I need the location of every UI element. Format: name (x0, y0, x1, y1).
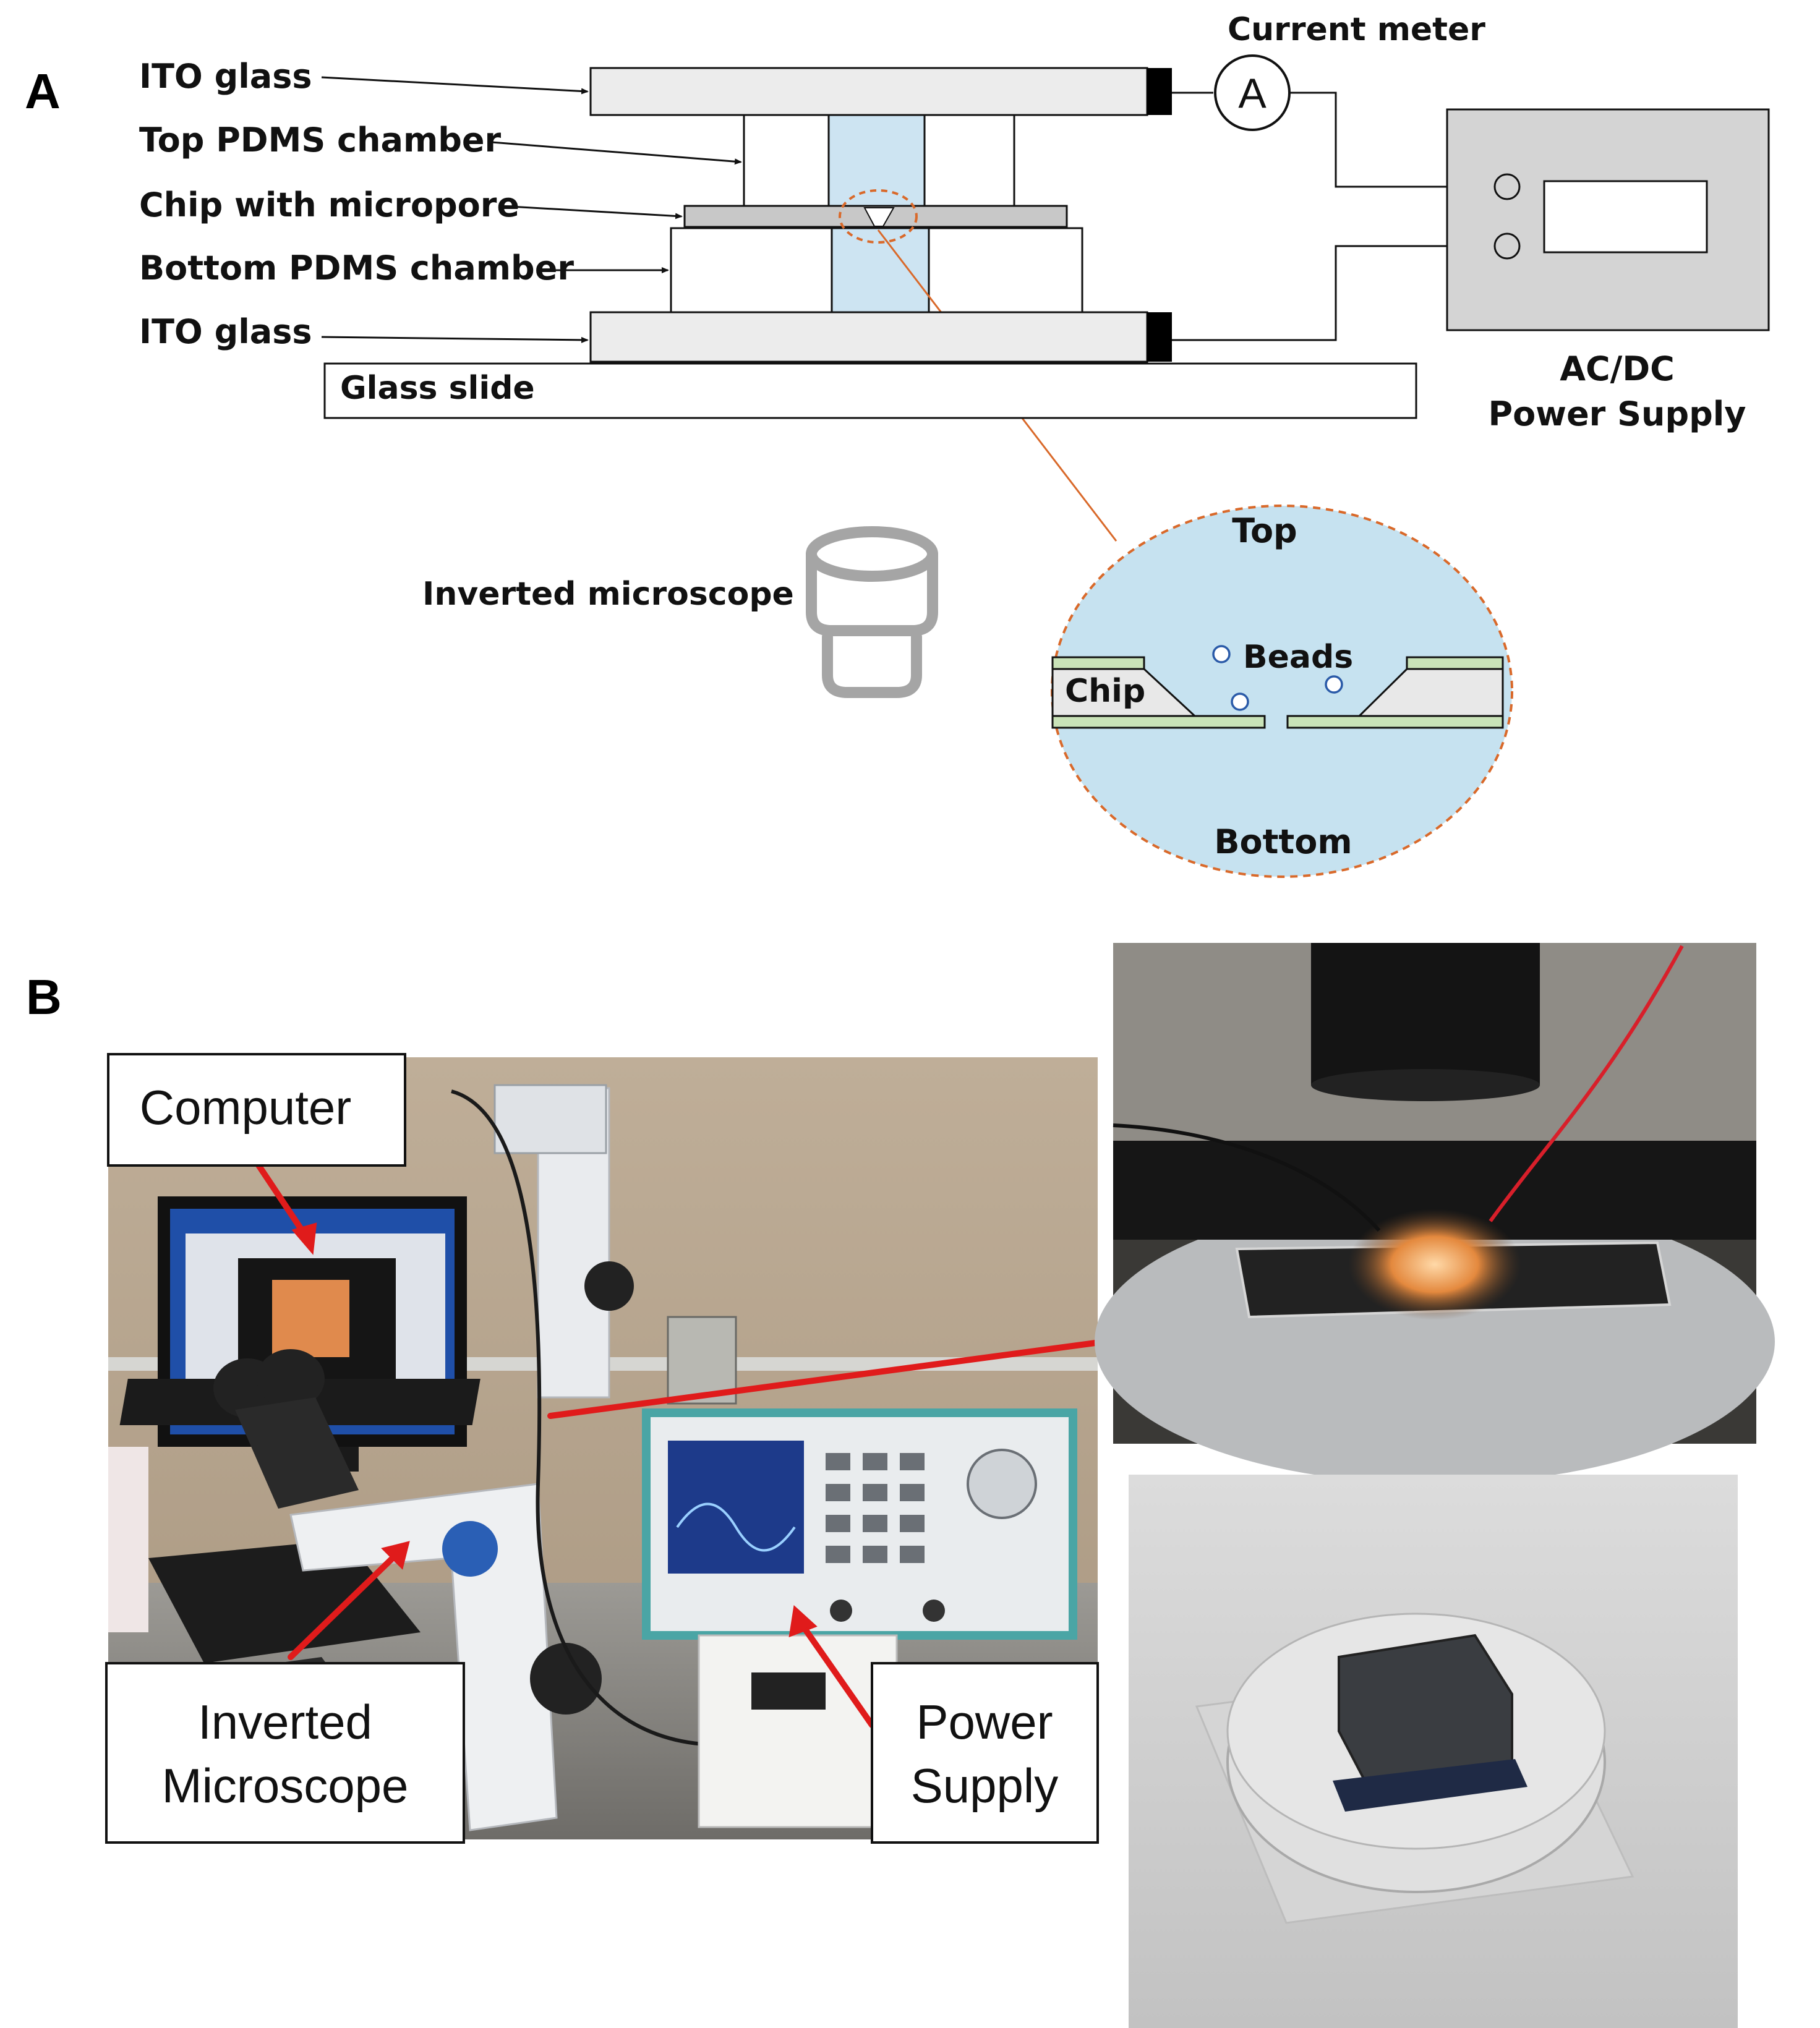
keyboard (148, 1540, 421, 1663)
power-supply-slot (751, 1672, 826, 1710)
power-terminal-1 (1493, 173, 1521, 200)
label-bottom-pdms-chamber: Bottom PDMS chamber (139, 249, 574, 288)
panel-a: A ITO glass Top PDMS chamber Chip with m… (25, 11, 1770, 878)
power-terminal-2 (1493, 232, 1521, 260)
inset-membrane-bottom-left (1051, 715, 1266, 729)
callout-power-line2: Supply (911, 1758, 1059, 1813)
panel-letter-b: B (26, 969, 62, 1025)
wall-box (667, 1316, 737, 1405)
ito-glass-top (589, 67, 1148, 116)
power-supply-display (1543, 180, 1708, 254)
generator-dial (967, 1449, 1037, 1519)
closeup-photo (1095, 943, 1775, 1484)
objective-rim (1311, 1069, 1540, 1101)
power-supply-unit (698, 1634, 898, 1828)
inset-membrane-top-left (1051, 656, 1145, 670)
sample-glow (1348, 1209, 1521, 1320)
bead-icon (1212, 645, 1231, 663)
chip-substrate (1333, 1759, 1527, 1812)
ito-contact-bottom (1147, 312, 1172, 362)
panel-letter-a: A (25, 64, 61, 119)
label-ito-glass-top: ITO glass (139, 57, 312, 96)
micropore (863, 207, 895, 227)
paper-stack (108, 1447, 148, 1632)
glass-slide (323, 362, 1417, 419)
bead-icon (1231, 692, 1249, 711)
leader-arrows (321, 76, 742, 343)
ammeter-symbol: A (1238, 70, 1267, 117)
wire-ito-bottom-to-supply (1172, 245, 1497, 341)
panel-b: B (26, 943, 1775, 2028)
callout-computer: Computer (107, 1053, 406, 1167)
focus-knob-small (584, 1261, 634, 1311)
arrow-computer (254, 1159, 309, 1240)
generator-screen (668, 1441, 804, 1574)
top-chamber-fluid (827, 114, 926, 207)
micropore-highlight-circle (839, 189, 918, 244)
inset-membrane-bottom-right (1286, 715, 1504, 729)
inset-membrane-top-right (1406, 656, 1504, 670)
leader-ito-top (321, 76, 589, 95)
callout-inverted-microscope: Inverted Microscope (105, 1662, 465, 1844)
microscope-objective-icon (806, 526, 938, 698)
label-power-supply-line2: Power Supply (1489, 394, 1746, 433)
inset-label-bottom: Bottom (1214, 822, 1352, 861)
micropore-inset: Top Bottom Chip Beads (1051, 505, 1513, 878)
leader-ito-bottom (321, 336, 589, 343)
ito-glass-bottom (589, 311, 1148, 363)
label-inverted-microscope: Inverted microscope (422, 576, 794, 613)
microscope-logo (442, 1521, 498, 1577)
output-connector (923, 1600, 945, 1622)
callout-microscope-line1: Inverted (198, 1695, 372, 1749)
callout-power-line1: Power (916, 1695, 1053, 1749)
eyepiece-right (257, 1349, 325, 1408)
label-ito-glass-bottom: ITO glass (139, 312, 312, 351)
objective-lens (1311, 943, 1540, 1085)
output-connector (830, 1600, 852, 1622)
label-top-pdms-chamber: Top PDMS chamber (139, 121, 501, 160)
label-power-supply-line1: AC/DC (1560, 349, 1675, 388)
inset-label-chip: Chip (1065, 673, 1145, 710)
bead-icon (1325, 675, 1343, 694)
ito-contact-top (1147, 68, 1172, 115)
label-current-meter: Current meter (1228, 11, 1485, 48)
black-wire (1113, 1123, 1381, 1232)
focus-knob (530, 1643, 602, 1715)
leader-top-pdms (491, 141, 742, 165)
device-photo (1129, 1475, 1738, 2028)
eyepiece-tube (235, 1397, 359, 1509)
callout-microscope-line2: Microscope (162, 1758, 409, 1813)
red-wire (1489, 945, 1684, 1222)
chip-image-on-screen (272, 1280, 349, 1357)
inset-label-beads: Beads (1243, 639, 1353, 676)
sine-wave (676, 1502, 796, 1552)
leader-chip (499, 205, 683, 219)
generator-buttons (826, 1453, 925, 1563)
label-chip-with-micropore: Chip with micropore (139, 185, 519, 224)
arrow-microscope (288, 1552, 399, 1660)
inset-label-top: Top (1232, 511, 1297, 550)
ammeter-icon: A (1214, 54, 1291, 131)
microscope-head (493, 1084, 607, 1154)
microscope-cable (451, 1089, 743, 1747)
callout-computer-text: Computer (140, 1080, 351, 1135)
bottom-chamber-fluid (831, 227, 930, 313)
label-glass-slide: Glass slide (340, 370, 535, 407)
arrow-power-supply (798, 1620, 875, 1728)
wire-ammeter-to-supply (1289, 92, 1497, 188)
callout-power-supply: Power Supply (871, 1662, 1099, 1844)
